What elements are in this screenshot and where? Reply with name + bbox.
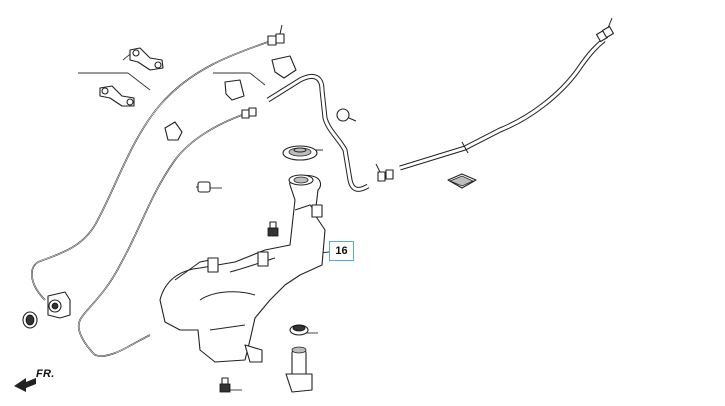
hose-clip-small xyxy=(164,121,183,141)
hose-clip-upper-center xyxy=(224,55,297,101)
hose-clip-bracket-top xyxy=(129,47,164,71)
hose-clip-center xyxy=(336,108,357,122)
hose-joint-mid-left xyxy=(241,107,257,119)
washer-pump xyxy=(285,346,313,393)
hose-joint-center xyxy=(375,163,394,182)
filler-grommet xyxy=(282,145,318,161)
bolt-upper xyxy=(267,221,279,237)
hose-joint-right-top xyxy=(595,17,615,43)
washer-reservoir-tank xyxy=(159,174,326,363)
hose-joint-top-left xyxy=(267,24,285,46)
washer-hose-right xyxy=(399,38,606,171)
part-callout-16[interactable]: 16 xyxy=(329,241,354,261)
washer-tube-left xyxy=(31,41,269,301)
check-valve xyxy=(196,181,211,193)
washer-nozzle-left xyxy=(47,291,71,319)
nozzle-grommet xyxy=(22,311,38,329)
washer-hose-upper xyxy=(266,73,370,192)
leader-lines xyxy=(78,49,330,391)
washer-tube-mid xyxy=(77,114,243,357)
front-direction-label: FR. xyxy=(36,368,55,380)
callout-number: 16 xyxy=(335,245,348,257)
front-direction-arrow xyxy=(14,378,36,392)
bolt-lower xyxy=(219,377,231,393)
mounting-pad xyxy=(447,173,477,189)
pump-grommet xyxy=(289,324,309,336)
hose-clip-bracket-left xyxy=(99,85,135,107)
